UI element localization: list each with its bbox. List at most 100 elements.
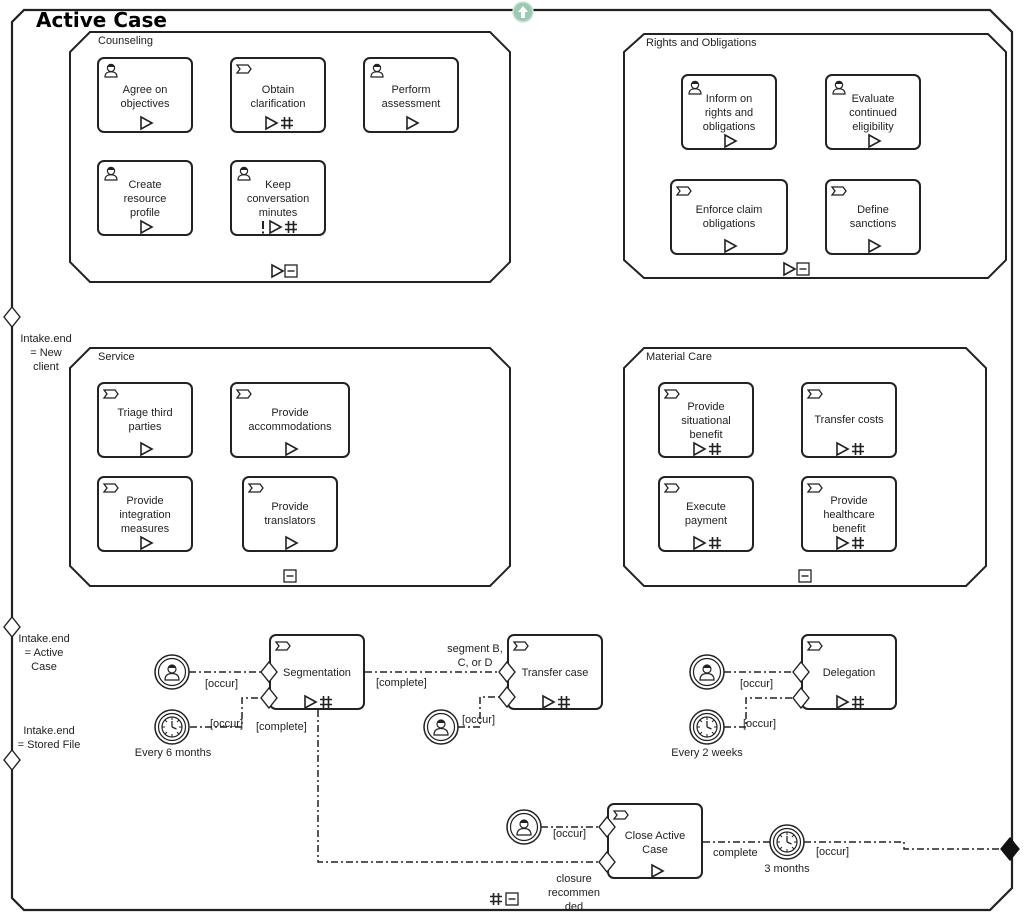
play-marker-icon (140, 442, 153, 456)
case-plan-title: Active Case (36, 8, 167, 32)
task-transfer-costs[interactable]: Transfer costs (801, 382, 897, 458)
task-provide-translators[interactable]: Provide translators (242, 476, 338, 552)
task-agree-objectives[interactable]: Agree on objectives (97, 57, 193, 133)
timer-label-six-months: Every 6 months (134, 747, 212, 759)
task-label: Enforce claim obligations (695, 204, 763, 230)
task-enforce-claim[interactable]: Enforce claim obligations (670, 179, 788, 255)
task-obtain-clarification[interactable]: Obtain clarification (230, 57, 326, 133)
task-transfer-case[interactable]: Transfer case (507, 634, 603, 710)
user-event-icon (154, 654, 190, 690)
connector-segmentation-close (317, 710, 600, 863)
entry-sentry-icon (3, 615, 21, 639)
task-markers (693, 442, 722, 456)
process-task-icon (831, 186, 847, 196)
connector-label-occur: [occur] (740, 678, 774, 690)
task-label: Segmentation (283, 667, 351, 679)
connector-label-occur: [occur] (816, 846, 850, 858)
play-marker-icon (140, 536, 153, 550)
task-provide-situational-benefit[interactable]: Provide situational benefit (658, 382, 754, 458)
play-marker-icon (868, 134, 881, 148)
task-provide-accommodations[interactable]: Provide accommodations (230, 382, 350, 458)
task-delegation[interactable]: Delegation (801, 634, 897, 710)
process-task-icon (807, 389, 823, 399)
task-markers (262, 220, 298, 234)
process-task-icon (275, 641, 291, 651)
stage-label-material: Material Care (646, 351, 713, 363)
task-inform-rights[interactable]: Inform on rights and obligations (681, 74, 777, 150)
process-task-icon (248, 483, 264, 493)
stage-label-counseling: Counseling (98, 35, 154, 47)
connector-user-transfer (458, 696, 500, 728)
stage-label-service: Service (98, 351, 135, 363)
connector-label-occur: [occur] (462, 714, 496, 726)
connector-label-occur: [occur] (210, 718, 244, 730)
play-marker-icon (406, 116, 419, 130)
play-marker-icon (140, 220, 153, 234)
process-task-icon (613, 810, 629, 820)
task-label: Inform on rights and obligations (702, 93, 756, 133)
timer-label-two-weeks: Every 2 weeks (671, 747, 743, 759)
process-task-icon (676, 186, 692, 196)
task-label: Transfer case (521, 667, 589, 679)
task-markers (836, 536, 865, 550)
task-keep-conversation-minutes[interactable]: Keep conversation minutes (230, 160, 326, 236)
process-task-icon (807, 641, 823, 651)
task-perform-assessment[interactable]: Perform assessment (363, 57, 459, 133)
task-define-sanctions[interactable]: Define sanctions (825, 179, 921, 255)
task-execute-payment[interactable]: Execute payment (658, 476, 754, 552)
task-create-resource-profile[interactable]: Create resource profile (97, 160, 193, 236)
play-marker-icon (724, 134, 737, 148)
task-evaluate-eligibility[interactable]: Evaluate continued eligibility (825, 74, 921, 150)
task-segmentation[interactable]: Segmentation (269, 634, 365, 710)
task-provide-healthcare-benefit[interactable]: Provide healthcare benefit (801, 476, 897, 552)
task-label: Keep conversation minutes (246, 179, 310, 219)
timer-label-three-months: 3 months (764, 863, 810, 875)
user-event-icon (689, 654, 725, 690)
task-triage-third-parties[interactable]: Triage third parties (97, 382, 193, 458)
task-markers (836, 695, 865, 709)
entry-sentry-icon (3, 305, 21, 329)
task-label: Provide healthcare benefit (823, 495, 875, 535)
timer-event-icon (154, 709, 190, 745)
connector-timer-segmentation (190, 697, 262, 728)
user-event-icon (506, 809, 542, 845)
connector-label-complete: [complete] (376, 677, 427, 689)
task-provide-integration[interactable]: Provide integration measures (97, 476, 193, 552)
task-label: Provide translators (264, 501, 316, 527)
collapse-marker-icon (284, 264, 298, 278)
process-task-icon (664, 483, 680, 493)
play-marker-icon (651, 864, 664, 878)
task-label: Define sanctions (849, 204, 897, 230)
connector-label-occur: [occur] (743, 718, 777, 730)
task-markers (836, 442, 865, 456)
play-marker-icon (285, 442, 298, 456)
play-marker-icon (285, 536, 298, 550)
human-task-icon (104, 63, 118, 78)
task-label: Provide integration measures (119, 495, 171, 535)
connector-timer-exit (804, 841, 1001, 850)
plan-fragment-icon (512, 1, 534, 23)
timer-event-icon (689, 709, 725, 745)
connector-label-complete: [complete] (256, 721, 307, 733)
task-label: Close Active Case (624, 830, 686, 856)
play-marker-icon (724, 239, 737, 253)
task-close-active-case[interactable]: Close Active Case (607, 803, 703, 879)
sentry-label-active-case: Intake.end = Active Case (18, 633, 70, 673)
exit-sentry-icon (1000, 836, 1020, 862)
stage-label-rights: Rights and Obligations (646, 37, 757, 49)
connector-label-occur: [occur] (205, 678, 239, 690)
task-label: Agree on objectives (120, 84, 170, 110)
task-label: Obtain clarification (250, 84, 306, 110)
task-markers (542, 695, 571, 709)
connector-label-segment: segment B, C, or D (447, 643, 503, 669)
task-markers (304, 695, 333, 709)
task-label: Perform assessment (381, 84, 441, 110)
task-label: Evaluate continued eligibility (849, 93, 897, 133)
task-label: Execute payment (684, 501, 728, 527)
process-task-icon (513, 641, 529, 651)
task-markers (265, 116, 294, 130)
task-label: Provide situational benefit (681, 401, 731, 441)
connector-timer-delegation (724, 697, 793, 728)
process-task-icon (236, 389, 252, 399)
